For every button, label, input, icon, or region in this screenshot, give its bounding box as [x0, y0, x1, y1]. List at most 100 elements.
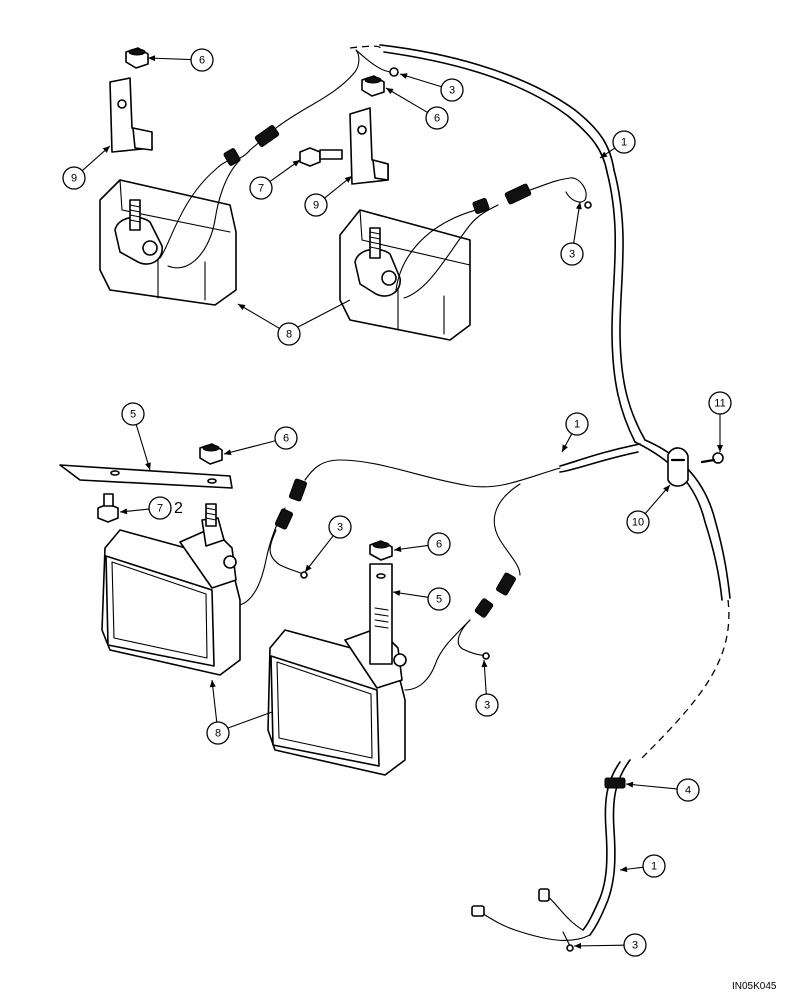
callout-number: 1: [621, 137, 627, 149]
callout-arrowhead: [209, 680, 216, 688]
callout-circle: [440, 78, 464, 102]
callout-number: 8: [286, 329, 292, 341]
long-bracket: [59, 464, 233, 489]
callout-leader: [135, 424, 151, 471]
callout-circle: [425, 106, 449, 130]
callout-arrowhead: [305, 564, 312, 572]
nut-middle-left: [199, 443, 223, 465]
callout-5: 5: [121, 402, 151, 471]
callout-number: 3: [484, 700, 490, 712]
callout-number: 6: [199, 55, 205, 67]
callout-circle: [277, 322, 301, 346]
callout-circle: [676, 778, 700, 802]
callout-circle: [121, 402, 145, 426]
callout-leader: [573, 944, 625, 947]
callout-6: 6: [385, 87, 449, 130]
callout-arrowhead: [102, 146, 110, 153]
callout-number: 11: [714, 398, 725, 410]
callout-circle: [206, 721, 230, 745]
callout-arrowhead: [717, 445, 723, 452]
callout-3: 3: [399, 73, 464, 102]
callout-number: 10: [632, 517, 644, 529]
callout-leader: [147, 57, 192, 61]
callout-number: 3: [569, 249, 575, 261]
callout-number: 9: [313, 200, 319, 212]
callout-number: 6: [436, 539, 442, 551]
callout-circle: [626, 510, 650, 534]
callout-circle: [62, 166, 86, 190]
callout-9: 9: [304, 175, 353, 217]
callout-number: 1: [574, 419, 580, 431]
bolt-lower: [97, 493, 119, 523]
callout-arrowhead: [394, 546, 402, 553]
callout-8: 8: [206, 679, 230, 745]
nut-upper-left: [125, 47, 149, 69]
callout-circle: [328, 515, 352, 539]
bolt-upper: [299, 147, 343, 167]
callout-8: 8: [237, 303, 301, 346]
callout-circle: [274, 426, 298, 450]
callout-number: 5: [436, 594, 442, 606]
callout-arrowhead: [575, 202, 582, 210]
callout-number: 3: [632, 940, 638, 952]
callout-6: 6: [223, 426, 298, 456]
callout-arrowhead: [238, 304, 246, 311]
callout-number: 3: [337, 522, 343, 534]
callout-10: 10: [626, 484, 671, 534]
callout-number: 9: [71, 173, 77, 185]
callout-number: 6: [283, 433, 289, 445]
callout-7: 7: [249, 159, 301, 200]
callout-arrowhead: [620, 866, 628, 873]
callout-leader: [223, 440, 276, 455]
upper-right-work-lamp: [339, 177, 592, 341]
callout-circle: [642, 854, 666, 878]
callout-arrowhead: [145, 462, 151, 470]
extra-label: 2: [174, 500, 183, 517]
callout-leader: [385, 87, 428, 113]
callout-arrowhead: [344, 176, 352, 183]
callout-number: 3: [449, 85, 455, 97]
callout-circle: [190, 48, 214, 72]
callout-leader: [304, 535, 334, 573]
lower-right-work-lamp: [267, 540, 516, 776]
nut-upper-right: [361, 75, 385, 97]
callout-number: 5: [130, 409, 136, 421]
callout-arrowhead: [481, 660, 488, 668]
callout-7: 7: [119, 496, 172, 520]
callout-4: 4: [625, 778, 700, 802]
callout-11: 11: [708, 391, 732, 452]
callout-arrowhead: [626, 781, 634, 788]
callout-circle: [304, 193, 328, 217]
callout-arrowhead: [400, 73, 408, 79]
callout-leader-secondary: [227, 711, 273, 729]
callout-circle: [427, 532, 451, 556]
callout-circle: [427, 587, 451, 611]
callout-3: 3: [304, 515, 352, 573]
callout-number: 6: [434, 113, 440, 125]
callout-arrowhead: [386, 88, 394, 95]
callout-arrowhead: [393, 590, 401, 597]
callout-9: 9: [62, 145, 111, 190]
callout-arrowhead: [120, 508, 128, 515]
main-harness: [304, 44, 731, 952]
upper-connectors: [223, 49, 399, 166]
callout-6: 6: [393, 532, 451, 556]
callout-number: 7: [258, 183, 264, 195]
bracket-upper-left: [109, 77, 153, 153]
callout-number: 8: [215, 728, 221, 740]
callout-circle: [560, 242, 584, 266]
callout-3: 3: [573, 933, 647, 957]
callout-circle: [612, 130, 636, 154]
callout-1: 1: [619, 854, 666, 878]
callout-number: 1: [651, 861, 657, 873]
callout-arrowhead: [663, 485, 670, 493]
callout-6: 6: [147, 48, 214, 72]
figure-code: IN05K045: [732, 981, 777, 992]
callout-number: 7: [157, 503, 163, 515]
callout-5: 5: [392, 587, 451, 611]
callout-leader: [625, 783, 678, 790]
callout-1: 1: [599, 130, 636, 159]
callout-leader: [211, 679, 218, 723]
